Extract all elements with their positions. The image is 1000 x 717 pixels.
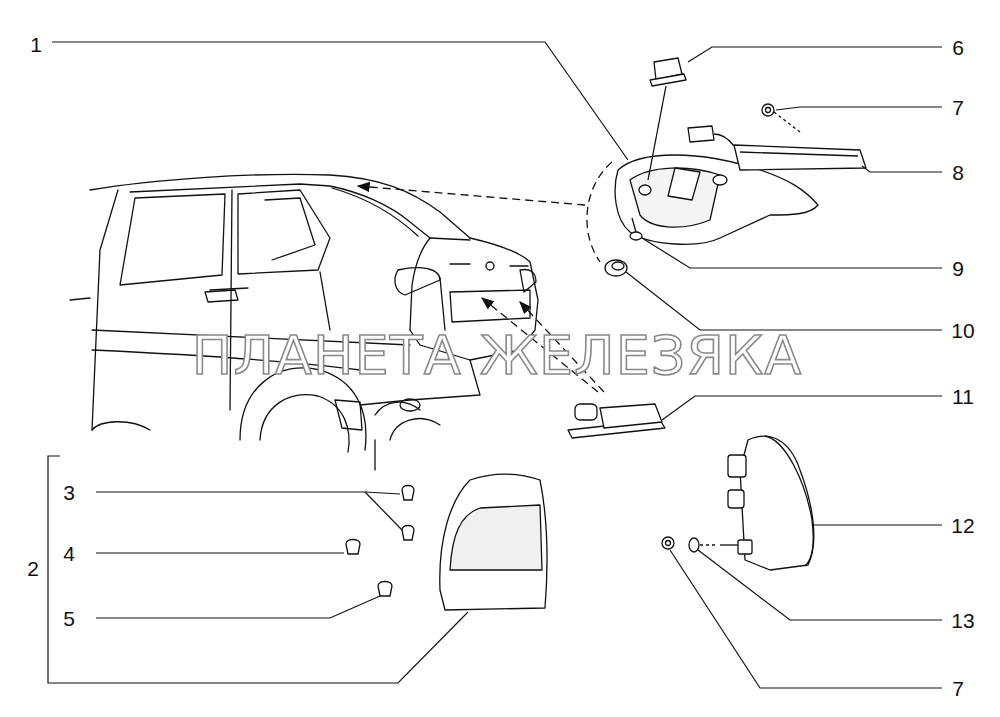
- callout-number: 7: [950, 96, 966, 119]
- callout-number: 2: [25, 557, 41, 580]
- callout-number: 7: [950, 677, 966, 700]
- callout-number: 3: [61, 481, 77, 504]
- callout-number: 11: [950, 385, 976, 408]
- watermark: ПЛАНЕТА ЖЕЛЕЗЯКА: [192, 329, 802, 383]
- callout-number: 13: [949, 609, 976, 632]
- callout-number: 12: [949, 514, 976, 537]
- callout-number: 10: [949, 319, 976, 342]
- callout-number: 9: [950, 257, 966, 280]
- callout-number: 1: [28, 33, 44, 56]
- callout-number: 4: [61, 542, 77, 565]
- callout-number: 5: [61, 607, 77, 630]
- callout-number: 6: [950, 36, 966, 59]
- callout-number: 8: [950, 161, 966, 184]
